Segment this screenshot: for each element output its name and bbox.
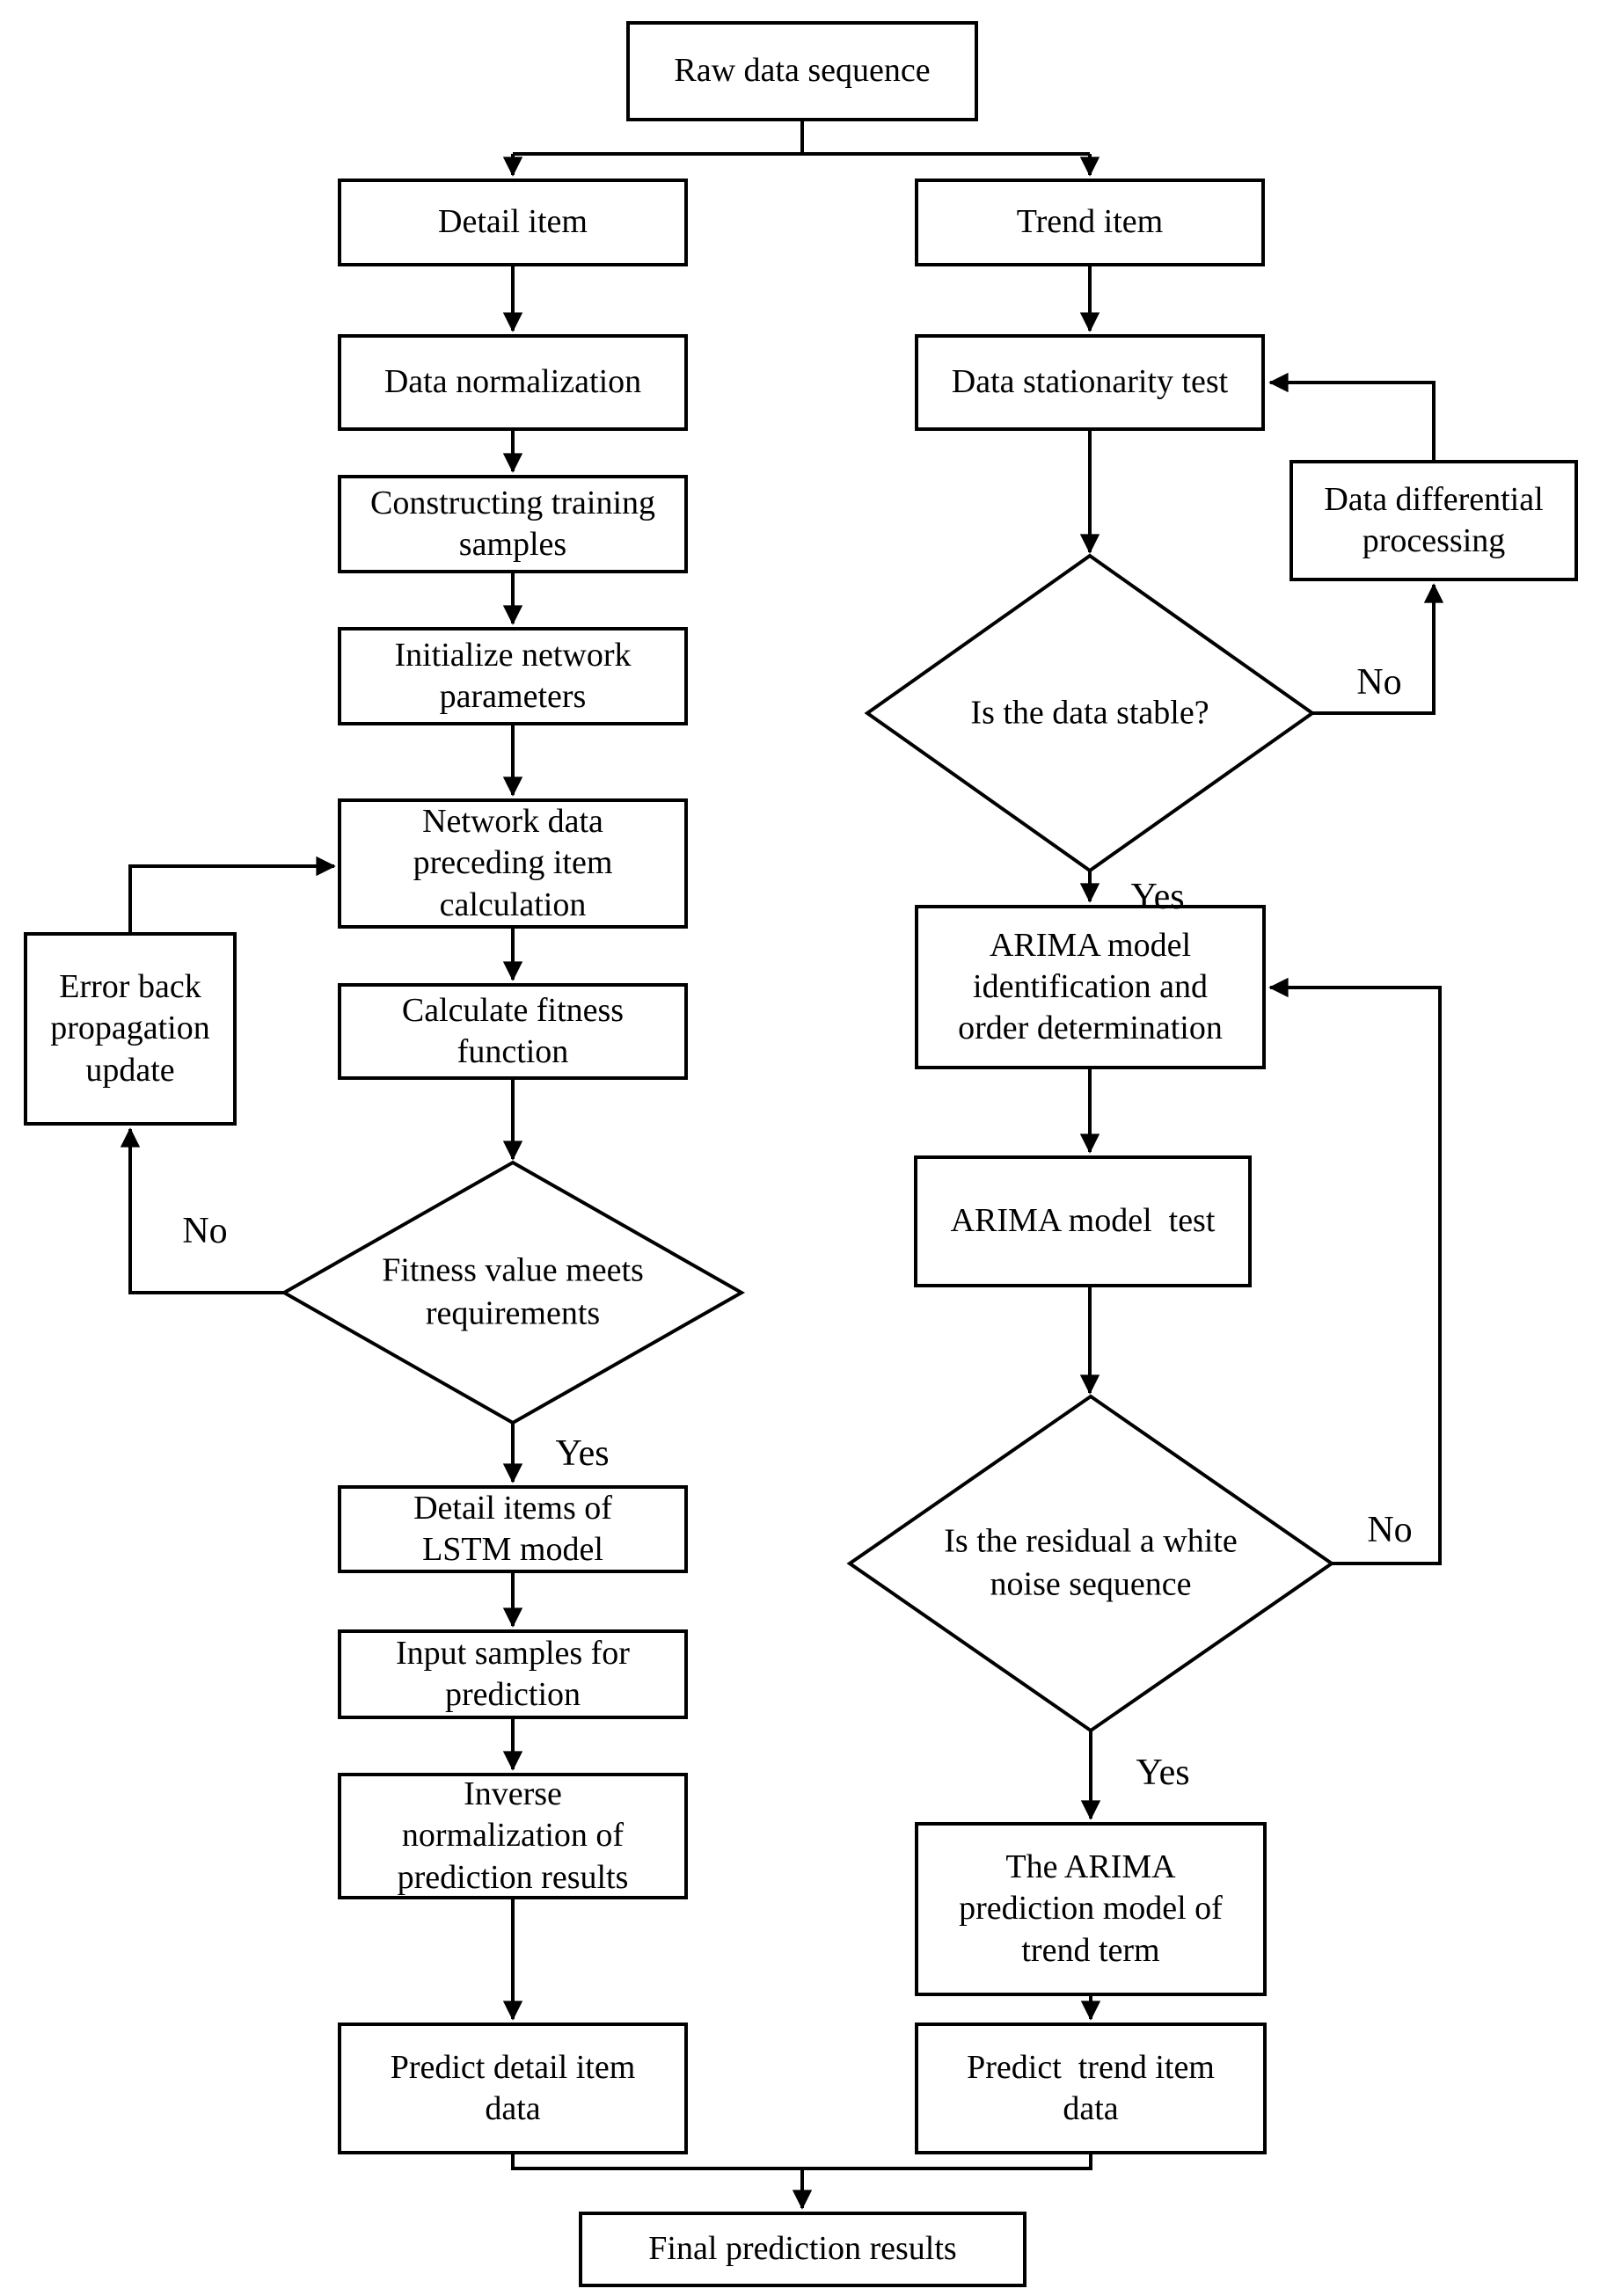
label-residual-no: No	[1367, 1510, 1413, 1550]
node-arima-prediction-model: The ARIMA prediction model of trend term	[915, 1822, 1267, 1996]
residual-diamond-label: Is the residual a white noise sequence	[944, 1522, 1238, 1603]
node-detail-item: Detail item	[338, 179, 688, 266]
node-error-back-propagation: Error back propagation update	[24, 932, 237, 1126]
stable-diamond-shape	[864, 553, 1316, 873]
node-network-data-preceding-item: Network data preceding item calculation	[338, 798, 688, 929]
node-data-differential-processing: Data differential processing	[1289, 460, 1578, 581]
node-predict-detail-item-data: Predict detail item data	[338, 2023, 688, 2154]
stable-diamond-label: Is the data stable?	[970, 694, 1209, 732]
node-data-stationarity-test: Data stationarity test	[915, 334, 1265, 431]
label-fitness-no: No	[182, 1211, 228, 1251]
label-fitness-yes: Yes	[555, 1433, 610, 1474]
node-detail-items-lstm: Detail items of LSTM model	[338, 1485, 688, 1573]
node-trend-item: Trend item	[915, 179, 1265, 266]
node-raw-data-sequence: Raw data sequence	[626, 21, 978, 121]
node-calculate-fitness-function: Calculate fitness function	[338, 983, 688, 1080]
node-initialize-network-parameters: Initialize network parameters	[338, 627, 688, 725]
edge-residual-no	[1268, 977, 1442, 1565]
label-stable-no: No	[1356, 662, 1402, 703]
node-predict-trend-item-data: Predict trend item data	[915, 2023, 1267, 2154]
node-inverse-normalization: Inverse normalization of prediction resu…	[338, 1773, 688, 1899]
fitness-diamond-label: Fitness value meets requirements	[382, 1251, 644, 1332]
fitness-diamond-shape	[280, 1160, 746, 1425]
node-constructing-training-samples: Constructing training samples	[338, 475, 688, 573]
node-arima-identification: ARIMA model identification and order det…	[915, 905, 1266, 1069]
node-final-prediction-results: Final prediction results	[579, 2212, 1026, 2287]
node-data-normalization: Data normalization	[338, 334, 688, 431]
label-stable-yes: Yes	[1130, 877, 1185, 917]
edge-errorback-feedback	[128, 856, 336, 932]
edge-merge-bus	[511, 2154, 1092, 2170]
edge-differential-feedback	[1268, 372, 1436, 460]
edge-stable-no	[1312, 583, 1444, 715]
residual-diamond-shape	[846, 1394, 1335, 1733]
node-input-samples-prediction: Input samples for prediction	[338, 1629, 688, 1719]
label-residual-yes: Yes	[1136, 1753, 1190, 1793]
edge-fitness-no	[120, 1127, 284, 1294]
node-arima-model-test: ARIMA model test	[914, 1155, 1252, 1287]
